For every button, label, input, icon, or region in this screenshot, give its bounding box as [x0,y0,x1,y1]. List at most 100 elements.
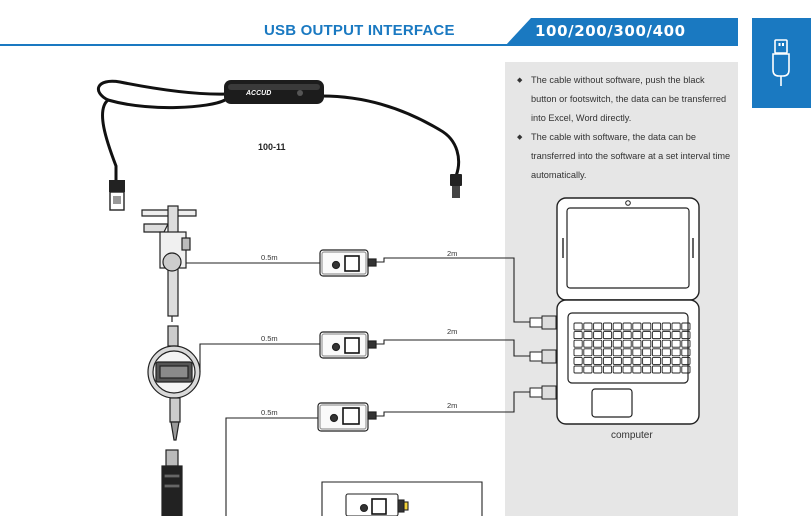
keyboard-key [573,339,583,348]
keyboard-key [642,339,652,348]
keyboard-key [622,348,632,357]
keyboard-key [671,331,681,340]
usb-cable-lead [101,98,118,184]
keyboard-key [651,356,662,365]
keyboard-key [583,339,593,348]
model-range: 100/200/300/400 [535,22,686,40]
keyboard-key [602,356,613,365]
laptop-computer [556,197,700,425]
keyboard-key [612,339,622,348]
keyboard-key [661,356,671,365]
keyboard-key [612,356,622,365]
side-tab [752,18,811,108]
keyboard-key [602,348,613,357]
keyboard-key [681,348,691,357]
keyboard-key [642,365,652,374]
keyboard-key [593,331,603,340]
keyboard-key [622,322,632,331]
keyboard-key [602,365,613,374]
keyboard-key [593,322,603,331]
keyboard-key [661,365,671,374]
keyboard-key [583,348,593,357]
usb-cable-right [320,94,461,178]
keyboard-key [671,322,681,331]
dial-indicator-instrument [147,325,201,441]
keyboard-key [622,339,632,348]
usb-a-plug-icon [109,180,125,211]
keyboard-key [632,322,642,331]
long-cable-label: 2m [447,327,458,336]
adapter-box-3 [317,402,377,432]
keyboard-key [612,331,622,340]
header-title: USB OUTPUT INTERFACE [264,22,455,39]
keyboard-key [632,365,642,374]
keyboard-key [671,365,681,374]
bullet-diamond-icon: ◆ [517,77,523,84]
short-cable-label: 0.5m [261,408,278,417]
bullet-diamond-icon: ◆ [517,134,523,141]
keyboard-key [642,348,652,357]
keyboard-key [593,365,603,374]
keyboard-key [612,322,622,331]
keyboard-key [681,322,691,331]
keyboard-key [583,331,593,340]
interface-box: ACCUD [224,80,324,104]
product-model-code: 100-11 [258,142,286,152]
keyboard-key [612,348,622,357]
keyboard-keys [573,322,691,374]
keyboard-key [632,356,642,365]
long-cable-label: 2m [447,249,458,258]
adapter-box-partial [321,481,483,516]
usb-cable [96,79,228,110]
note-item: ◆The cable without software, push the bl… [516,71,732,128]
keyboard-key [642,322,652,331]
keyboard-key [651,365,662,374]
keyboard-key [681,339,691,348]
keyboard-key [593,356,603,365]
keyboard-key [661,348,671,357]
short-cable-label: 0.5m [261,253,278,262]
keyboard-key [642,331,652,340]
keyboard-key [661,331,671,340]
keyboard-key [602,339,613,348]
keyboard-key [573,356,583,365]
usb-plug-icon [772,39,790,86]
keyboard-key [622,356,632,365]
keyboard-key [651,331,662,340]
adapter-box-2 [319,331,377,359]
keyboard-key [583,322,593,331]
caliper-instrument [141,205,197,322]
keyboard-key [671,348,681,357]
keyboard-key [573,331,583,340]
keyboard-key [651,348,662,357]
keyboard-key [632,339,642,348]
notes-list: ◆The cable without software, push the bl… [516,71,732,185]
mini-plug-icon [450,174,462,198]
short-cable-label: 0.5m [261,334,278,343]
keyboard-key [671,356,681,365]
keyboard-key [602,331,613,340]
keyboard-key [651,339,662,348]
keyboard-key [661,322,671,331]
keyboard-key [593,339,603,348]
computer-label: computer [611,430,653,441]
keyboard-key [602,322,613,331]
keyboard-key [622,331,632,340]
keyboard-key [651,322,662,331]
header-rule [0,44,520,46]
keyboard-key [632,348,642,357]
keyboard-key [681,356,691,365]
keyboard-key [622,365,632,374]
brand-label: ACCUD [245,90,271,97]
keyboard-key [632,331,642,340]
keyboard-key [573,322,583,331]
keyboard-key [681,331,691,340]
keyboard-key [642,356,652,365]
model-banner [505,18,738,46]
probe-instrument [161,449,183,516]
note-item: ◆The cable with software, the data can b… [516,128,732,185]
keyboard-key [612,365,622,374]
keyboard-key [573,365,583,374]
keyboard-key [681,365,691,374]
